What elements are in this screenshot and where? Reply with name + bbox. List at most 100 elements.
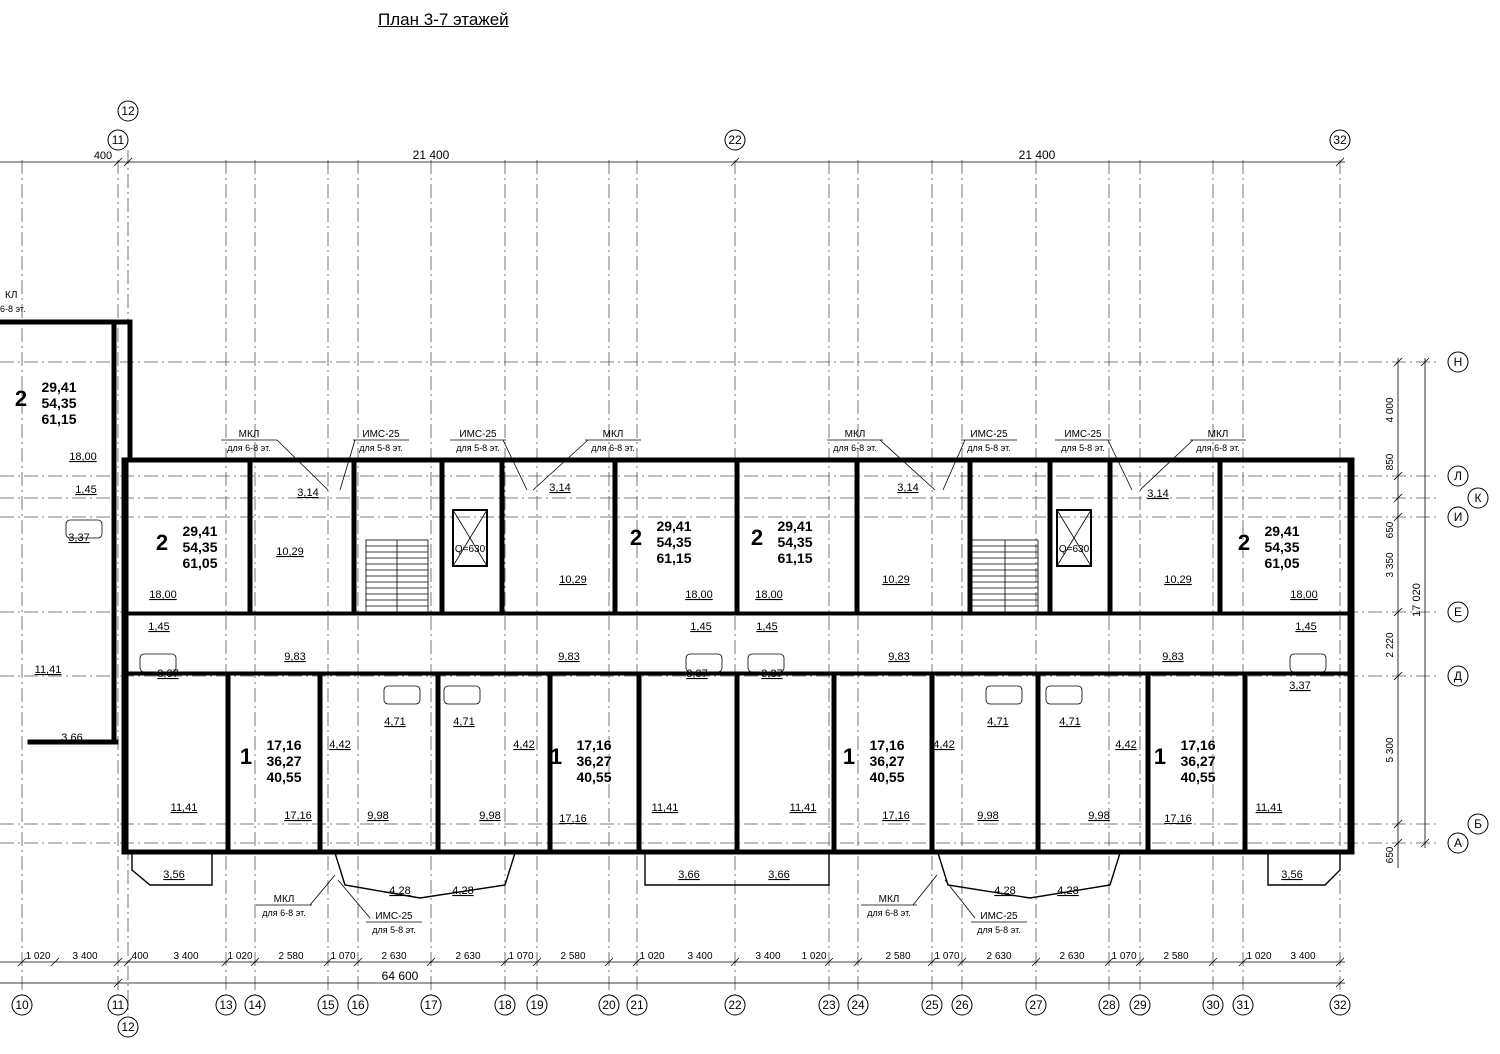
bottom-dim-2: 400 — [132, 951, 149, 962]
room-area-0: 18,00 — [69, 451, 97, 463]
bathtub-icon — [65, 519, 103, 539]
axis-bubble-20-label: 20 — [602, 998, 616, 1012]
apt-1-a-living: 17,16 — [266, 737, 301, 753]
bottom-dim-17: 2 630 — [986, 951, 1011, 962]
dim-tick — [1393, 471, 1403, 481]
axis-bubble-21 — [626, 994, 648, 1016]
room-area-45: 4,28 — [994, 885, 1015, 897]
apt-1-d-living: 17,16 — [1180, 737, 1215, 753]
axis-bubble-31 — [1232, 994, 1254, 1016]
dim-tick — [1420, 838, 1430, 848]
top-axis-bubble-22 — [724, 129, 746, 151]
apt-2-d-total: 54,35 — [1264, 539, 1299, 555]
partition — [734, 675, 740, 851]
bottom-dim-13: 3 400 — [755, 951, 780, 962]
bottom-dim-21: 1 020 — [1246, 951, 1271, 962]
dim-tick — [123, 957, 133, 967]
axis-bubble-15 — [317, 994, 339, 1016]
axis-bubble-27 — [1025, 994, 1047, 1016]
dim-tick — [853, 957, 863, 967]
dim-tick — [1335, 978, 1345, 988]
apt-left-edge-living: 29,41 — [41, 379, 76, 395]
axis-bubble-25 — [921, 994, 943, 1016]
room-area-27: 1,45 — [690, 621, 711, 633]
bottom-dim-6: 1 070 — [330, 951, 355, 962]
room-area-13: 4,71 — [384, 716, 405, 728]
room-area-33: 3,37 — [761, 668, 782, 680]
room-area-15: 4,42 — [329, 739, 350, 751]
top-axis-bubble-11 — [107, 129, 129, 151]
partition — [435, 675, 441, 851]
ims-3-name: ИМС-25 — [970, 429, 1008, 440]
dim-tick — [1393, 819, 1403, 829]
partition — [499, 461, 505, 613]
apt-2-c-rooms: 2 — [751, 525, 763, 550]
dim-tick — [17, 957, 27, 967]
dim-tick — [123, 157, 133, 167]
corridor-wall-top — [127, 611, 1349, 616]
top-dim-2: 21 400 — [1019, 148, 1056, 162]
mkl-3-leader — [879, 439, 936, 491]
apt-1-b-rooms: 1 — [550, 744, 562, 769]
mkl-6-leader — [912, 874, 938, 906]
apt-left-edge-total: 54,35 — [41, 395, 76, 411]
partition — [1145, 675, 1151, 851]
apt-1-a-total: 36,27 — [266, 753, 301, 769]
top-dim-1: 21 400 — [413, 148, 450, 162]
axis-bubble-23 — [818, 994, 840, 1016]
room-area-21: 3,14 — [549, 482, 570, 494]
right-axis-bubble-3-label: И — [1454, 510, 1463, 524]
right-dim-6: 650 — [1385, 846, 1396, 863]
axis-bubble-10-label: 10 — [15, 998, 29, 1012]
room-area-46: 4,28 — [1057, 885, 1078, 897]
room-area-49: 9,83 — [1162, 651, 1183, 663]
ims-1-note: для 5-8 эт. — [359, 443, 402, 453]
top-axis-bubble-aux-label: 12 — [121, 104, 135, 118]
bathtub-icon — [383, 685, 421, 705]
apt-2-c-total: 54,35 — [777, 534, 812, 550]
dim-tick — [323, 957, 333, 967]
bathtub-icon — [985, 685, 1023, 705]
dim-tick — [1393, 493, 1403, 503]
room-area-23: 9,83 — [558, 651, 579, 663]
dim-tick — [632, 957, 642, 967]
room-area-8: 11,41 — [171, 802, 198, 814]
ims-1-name: ИМС-25 — [362, 429, 400, 440]
bottom-dim-18: 2 630 — [1059, 951, 1084, 962]
room-area-54: 3,37 — [1289, 680, 1310, 692]
room-area-37: 10,29 — [882, 574, 910, 586]
room-area-40: 4,71 — [1059, 716, 1080, 728]
apt-1-b-living: 17,16 — [576, 737, 611, 753]
axis-bubble-13 — [215, 994, 237, 1016]
ims-3-note: для 5-8 эт. — [967, 443, 1010, 453]
loggia-center — [644, 853, 830, 886]
right-axis-bubble-7 — [1447, 832, 1469, 854]
apt-2-c-living: 29,41 — [777, 518, 812, 534]
apt-2-a-living: 29,41 — [182, 523, 217, 539]
axis-bubble-30 — [1202, 994, 1224, 1016]
partition — [1242, 675, 1248, 851]
axis-bubble-31-label: 31 — [1236, 998, 1250, 1012]
axis-bubble-10 — [11, 994, 33, 1016]
dim-tick — [500, 957, 510, 967]
apt-2-b-living: 29,41 — [656, 518, 691, 534]
room-area-10: 3,14 — [297, 487, 318, 499]
ims-6-note: для 5-8 эт. — [977, 925, 1020, 935]
right-dim-0: 4 000 — [1385, 397, 1396, 422]
apt-1-d-total: 36,27 — [1180, 753, 1215, 769]
bottom-dim-8: 2 630 — [455, 951, 480, 962]
partition — [547, 675, 553, 851]
axis-bubble-26 — [951, 994, 973, 1016]
apt-1-d-rooms: 1 — [1154, 744, 1166, 769]
room-area-3: 11,41 — [35, 664, 62, 676]
axis-bubble-19-label: 19 — [530, 998, 544, 1012]
axis-bubble-17-label: 17 — [424, 998, 438, 1012]
top-axis-bubble-22-label: 22 — [728, 133, 742, 147]
room-area-56: 3,56 — [1281, 869, 1302, 881]
loggia-right — [937, 852, 1121, 899]
mkl-5-name: МКЛ — [274, 894, 295, 905]
dim-tick — [1393, 607, 1403, 617]
partition — [831, 675, 837, 851]
axis-bubble-21-label: 21 — [630, 998, 644, 1012]
mkl-5-leader — [309, 874, 336, 906]
